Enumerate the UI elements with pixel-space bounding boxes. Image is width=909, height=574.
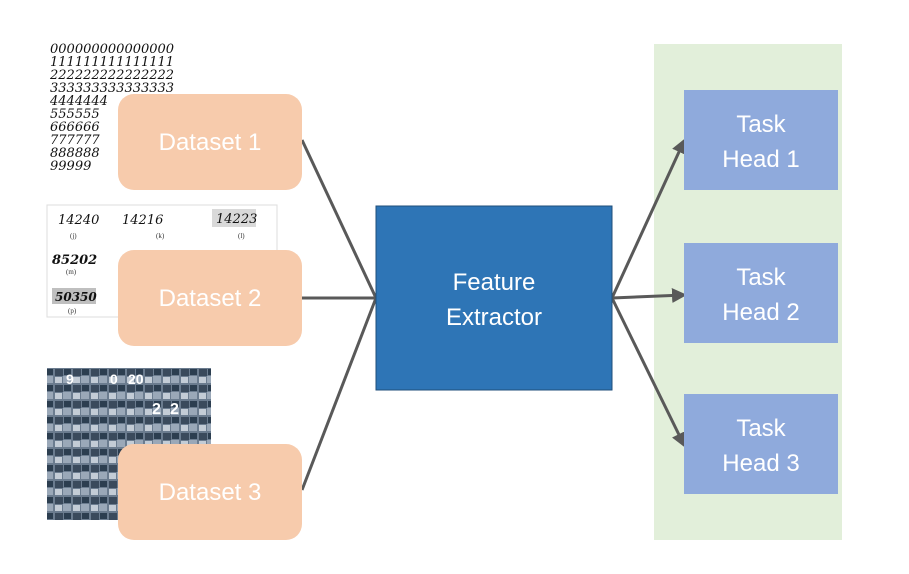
task-head-3-line1: Task: [736, 415, 786, 442]
svhn-digit: 0: [110, 371, 118, 387]
mnist-row: 333333333333333: [50, 81, 174, 96]
arrow-head1: [610, 138, 686, 299]
caption: (k): [156, 232, 165, 240]
dataset-3-box: Dataset 3: [118, 444, 302, 540]
dataset-2-label: Dataset 2: [159, 285, 262, 312]
mnist-row: 777777: [50, 133, 100, 148]
caption: (m): [66, 268, 77, 276]
mnist-row: 222222222222222: [49, 68, 174, 83]
dataset-2-box: Dataset 2: [118, 250, 302, 346]
task-head-1-line1: Task: [736, 111, 786, 138]
connector-dataset3: [300, 297, 378, 491]
dataset-1-label: Dataset 1: [159, 129, 262, 156]
connector-dataset1: [300, 139, 378, 299]
task-head-1-line2: Head 1: [722, 146, 799, 173]
caption: (j): [70, 232, 77, 240]
mnist-row: 111111111111111: [50, 55, 174, 70]
svhn-digit: 20: [128, 371, 144, 387]
task-head-2-line1: Task: [736, 264, 786, 291]
task-head-3-line2: Head 3: [722, 450, 799, 477]
mnist-row: 000000000000000: [50, 42, 174, 57]
arrow-head2: [611, 288, 687, 303]
task-head-3-box: Task Head 3: [684, 394, 838, 494]
task-head-1-box: Task Head 1: [684, 90, 838, 190]
dataset-1-box: Dataset 1: [118, 94, 302, 190]
caption: (p): [68, 307, 77, 315]
svhn-digit: 9: [66, 371, 74, 387]
handwritten-sample: 14223: [216, 212, 257, 227]
handwritten-sample: 85202: [52, 253, 97, 268]
task-head-2-box: Task Head 2: [684, 243, 838, 343]
feature-extractor-line1: Feature: [453, 269, 536, 296]
mnist-row: 4444444: [49, 94, 108, 109]
handwritten-sample: 14240: [58, 213, 99, 228]
handwritten-sample: 14216: [122, 213, 163, 228]
mnist-row: 888888: [50, 146, 100, 161]
dataset-3-label: Dataset 3: [159, 479, 262, 506]
arrow-head3: [610, 297, 686, 448]
mnist-row: 555555: [50, 107, 100, 122]
feature-extractor-box: Feature Extractor: [375, 205, 613, 391]
mnist-row: 99999: [50, 159, 91, 174]
svhn-digit: 2: [170, 401, 179, 418]
feature-extractor-line2: Extractor: [446, 304, 542, 331]
mnist-row: 666666: [50, 120, 100, 135]
svhn-digit: 2: [152, 401, 161, 418]
task-head-2-line2: Head 2: [722, 299, 799, 326]
caption: (l): [238, 232, 245, 240]
handwritten-sample: 50350: [55, 290, 97, 304]
